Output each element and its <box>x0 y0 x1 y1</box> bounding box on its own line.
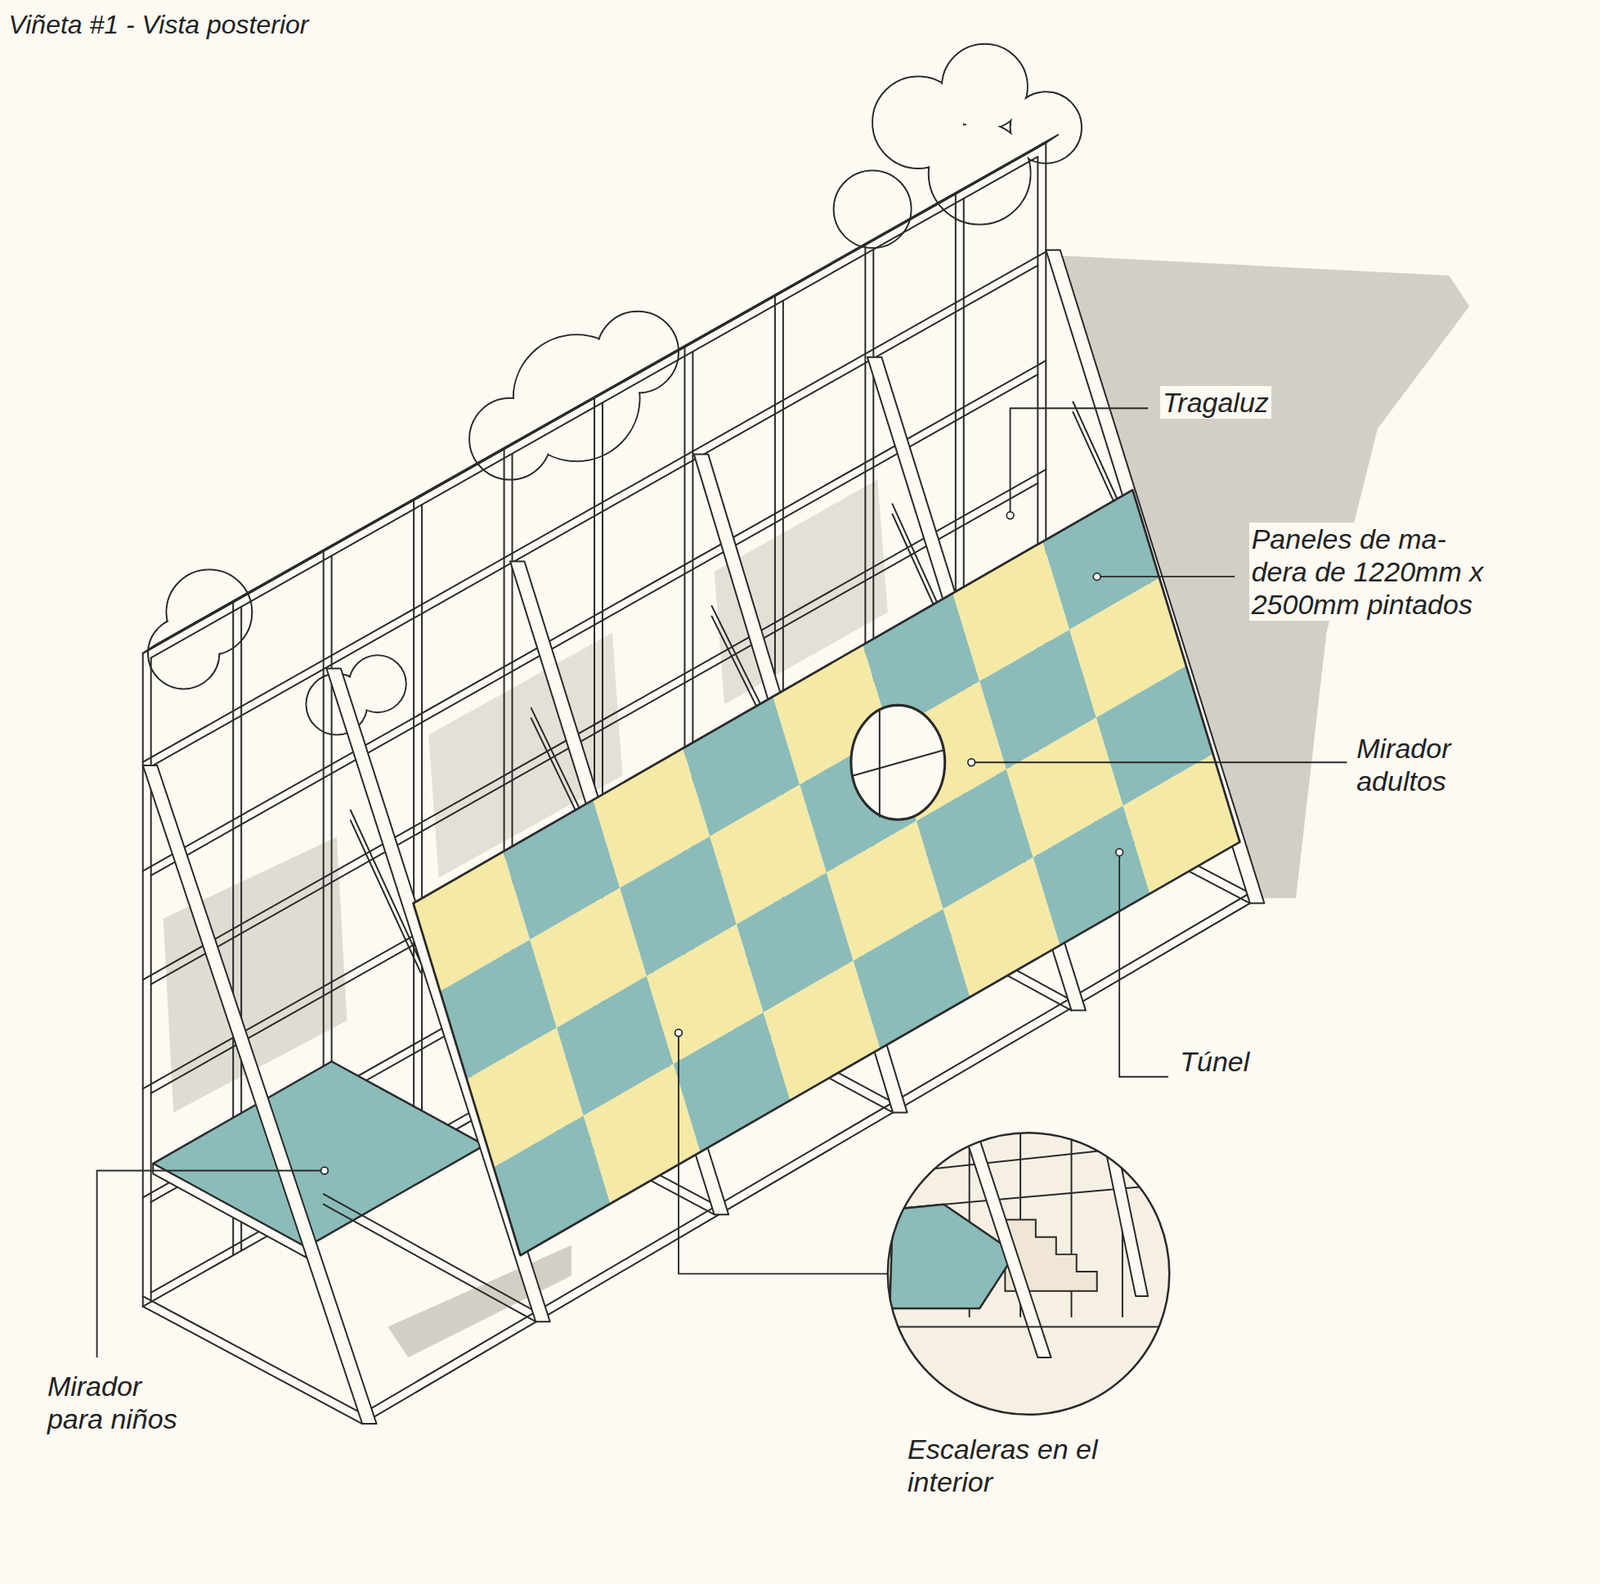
callout-label: Escaleras en el interior <box>905 1432 1115 1498</box>
leader-dot <box>675 1029 683 1037</box>
frame-member <box>421 505 423 1149</box>
callout-label: Paneles de ma- dera de 1220mm x 2500mm p… <box>1249 522 1500 621</box>
callout-label: Mirador adultos <box>1353 731 1482 798</box>
stairs-inset <box>887 1122 1174 1415</box>
leaders <box>97 407 1348 1358</box>
cloud-outline <box>833 170 912 248</box>
callout-label: Tragaluz <box>1160 385 1272 419</box>
frame-member <box>852 749 944 776</box>
leader-line <box>1010 407 1148 516</box>
callout-label: Mirador para niños <box>44 1369 189 1435</box>
clouds <box>147 44 1082 736</box>
cloud-fill <box>349 656 405 712</box>
leader-dot <box>968 758 976 767</box>
leader-dot <box>321 1166 329 1175</box>
frame-member <box>151 265 1039 767</box>
checker-panel <box>412 489 1240 1255</box>
panel-square <box>1123 753 1241 894</box>
leader-dot <box>1093 573 1101 581</box>
frame-member <box>151 156 1039 659</box>
leader-line <box>971 761 1347 763</box>
panel-outline <box>412 489 1240 1255</box>
inset-content <box>887 1122 1174 1358</box>
callout-label: Túnel <box>1177 1044 1252 1078</box>
inset-ground <box>887 1132 1170 1414</box>
leader-line <box>1119 851 1169 1077</box>
leader-line <box>678 1032 888 1274</box>
frame-member <box>878 708 881 816</box>
leader-line <box>1097 575 1235 578</box>
wall-grid <box>143 134 1059 1307</box>
leader-dot <box>1115 848 1124 857</box>
platform-floor <box>152 1061 485 1247</box>
base-frame <box>143 401 1251 1424</box>
rafter <box>143 765 377 1424</box>
cloud-fill <box>597 312 677 392</box>
title: Viñeta #1 - Vista posterior <box>5 8 311 41</box>
leader-line <box>97 1170 325 1358</box>
rafters <box>143 250 1265 1424</box>
kids-platform <box>152 1061 485 1258</box>
viewing-hole <box>851 704 946 820</box>
frame-member <box>887 1142 1174 1174</box>
inset-border <box>887 1132 1170 1414</box>
inset-rafter <box>963 1132 1051 1358</box>
leader-dot <box>1006 511 1014 520</box>
frame-member <box>143 251 1047 762</box>
frame-member <box>897 1325 1163 1327</box>
frame-member <box>150 658 153 1302</box>
